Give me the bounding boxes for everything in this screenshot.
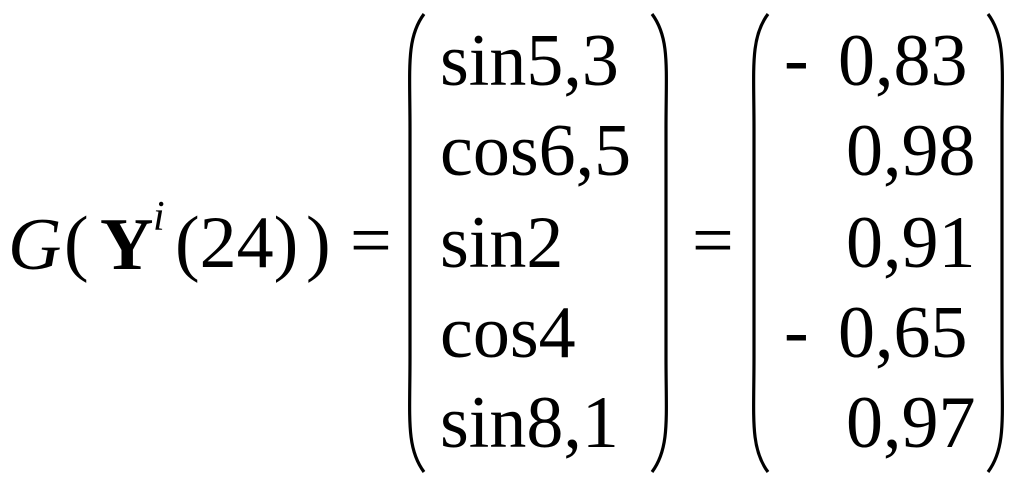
input-entry: sin5,3 <box>440 20 619 102</box>
function-symbol: G <box>8 204 62 286</box>
input-vector-left-bracket <box>408 13 426 473</box>
superscript-index: i <box>153 194 165 240</box>
equals-sign-2: = <box>692 200 734 282</box>
input-entry: cos4 <box>440 292 576 374</box>
input-entry: cos6,5 <box>440 110 632 192</box>
result-sign: - <box>784 18 809 100</box>
result-vector-left-bracket <box>752 13 770 473</box>
vector-variable: Y <box>100 204 154 286</box>
result-value: 0,97 <box>846 382 976 464</box>
input-entry: sin2 <box>440 202 564 284</box>
lhs-argument: (24) <box>175 202 299 284</box>
result-sign: - <box>784 290 809 372</box>
result-value: 0,98 <box>846 110 976 192</box>
lhs-close-paren: ) <box>306 202 331 284</box>
equals-sign-1: = <box>350 200 392 282</box>
input-entry: sin8,1 <box>440 382 619 464</box>
result-vector-right-bracket <box>986 13 1004 473</box>
input-vector-right-bracket <box>650 13 668 473</box>
result-value: 0,65 <box>838 292 968 374</box>
result-value: 0,91 <box>846 202 976 284</box>
lhs-open-paren: ( <box>64 202 89 284</box>
result-value: 0,83 <box>838 20 968 102</box>
